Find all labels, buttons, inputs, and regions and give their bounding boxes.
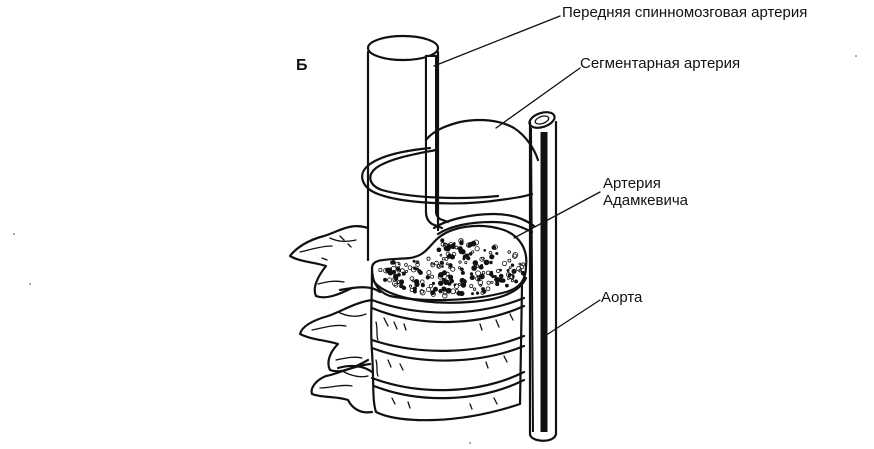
- leader-adamkiewicz: [513, 191, 601, 239]
- spinal-cord: [366, 34, 440, 262]
- leader-segmental-artery: [495, 67, 581, 129]
- label-adamkiewicz-line1: Артерия: [603, 175, 661, 192]
- leader-aorta: [547, 299, 601, 335]
- scan-specks: [13, 55, 857, 444]
- segmental-artery: [361, 118, 540, 205]
- label-segmental-artery: Сегментарная артерия: [580, 55, 741, 72]
- lower-segmental-arteries: [336, 286, 382, 374]
- aorta: [528, 111, 558, 442]
- trabecular-pattern: [378, 238, 527, 299]
- vertebral-processes: [288, 225, 374, 414]
- vertebral-bodies: [370, 266, 526, 422]
- adamkiewicz-artery: [432, 212, 536, 236]
- panel-letter: Б: [296, 57, 308, 74]
- label-adamkiewicz-line2: Адамкевича: [603, 192, 688, 209]
- leader-anterior-spinal-artery: [433, 15, 561, 67]
- vertebral-body-cut-surface: [370, 224, 528, 304]
- label-anterior-spinal-artery: Передняя спинномозговая артерия: [562, 4, 808, 21]
- label-aorta: Аорта: [601, 289, 643, 306]
- leader-lines: [433, 15, 601, 335]
